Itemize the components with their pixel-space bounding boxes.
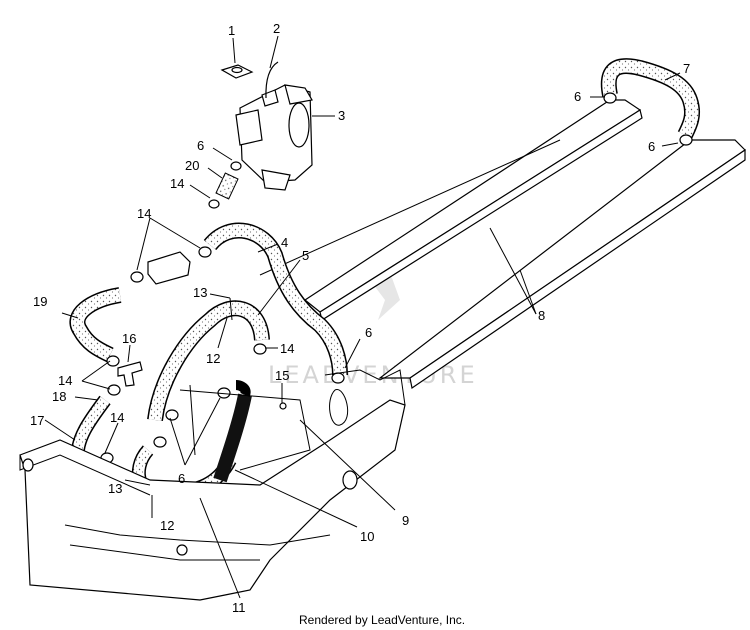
hose-19 (71, 288, 122, 361)
filler-cap (220, 64, 254, 79)
hose-10 (213, 393, 252, 483)
callout-14c: 14 (280, 341, 294, 356)
callout-16: 16 (122, 331, 136, 346)
coolant-tank (235, 84, 313, 191)
callout-19: 19 (33, 294, 47, 309)
callout-6d: 6 (365, 325, 372, 340)
callout-7: 7 (683, 61, 690, 76)
rail-assembly (259, 99, 746, 390)
footer-credit: Rendered by LeadVenture, Inc. (299, 613, 465, 627)
chassis-frame (19, 369, 406, 601)
callout-6a: 6 (197, 138, 204, 153)
callout-12a: 12 (206, 351, 220, 366)
hose-7 (602, 59, 699, 138)
callout-14e: 14 (110, 410, 124, 425)
callout-15: 15 (275, 368, 289, 383)
clamps (100, 92, 693, 464)
bracket (147, 251, 191, 285)
callout-12b: 12 (160, 518, 174, 533)
callout-6b: 6 (574, 89, 581, 104)
callout-9: 9 (402, 513, 409, 528)
callout-14b: 14 (137, 206, 151, 221)
callout-8: 8 (538, 308, 545, 323)
callout-13a: 13 (193, 285, 207, 300)
vent-tube (265, 61, 279, 99)
callout-20: 20 (185, 158, 199, 173)
callout-13b: 13 (108, 481, 122, 496)
callout-4: 4 (281, 235, 288, 250)
callout-1: 1 (228, 23, 235, 38)
callout-6e: 6 (178, 471, 185, 486)
callout-11: 11 (232, 600, 246, 615)
hose-5 (148, 301, 269, 421)
callout-17: 17 (30, 413, 44, 428)
leader-lines (44, 35, 681, 599)
hose-20 (215, 172, 239, 200)
callout-6c: 6 (648, 139, 655, 154)
callout-5: 5 (302, 248, 309, 263)
callout-14d: 14 (58, 373, 72, 388)
callout-10: 10 (360, 529, 374, 544)
callout-2: 2 (273, 21, 280, 36)
t-fitting (117, 361, 143, 387)
callout-18: 18 (52, 389, 66, 404)
callout-3: 3 (338, 108, 345, 123)
callout-14a: 14 (170, 176, 184, 191)
callouts: 1 2 3 6 20 14 14 4 5 6 7 6 8 13 12 14 6 … (30, 21, 690, 615)
